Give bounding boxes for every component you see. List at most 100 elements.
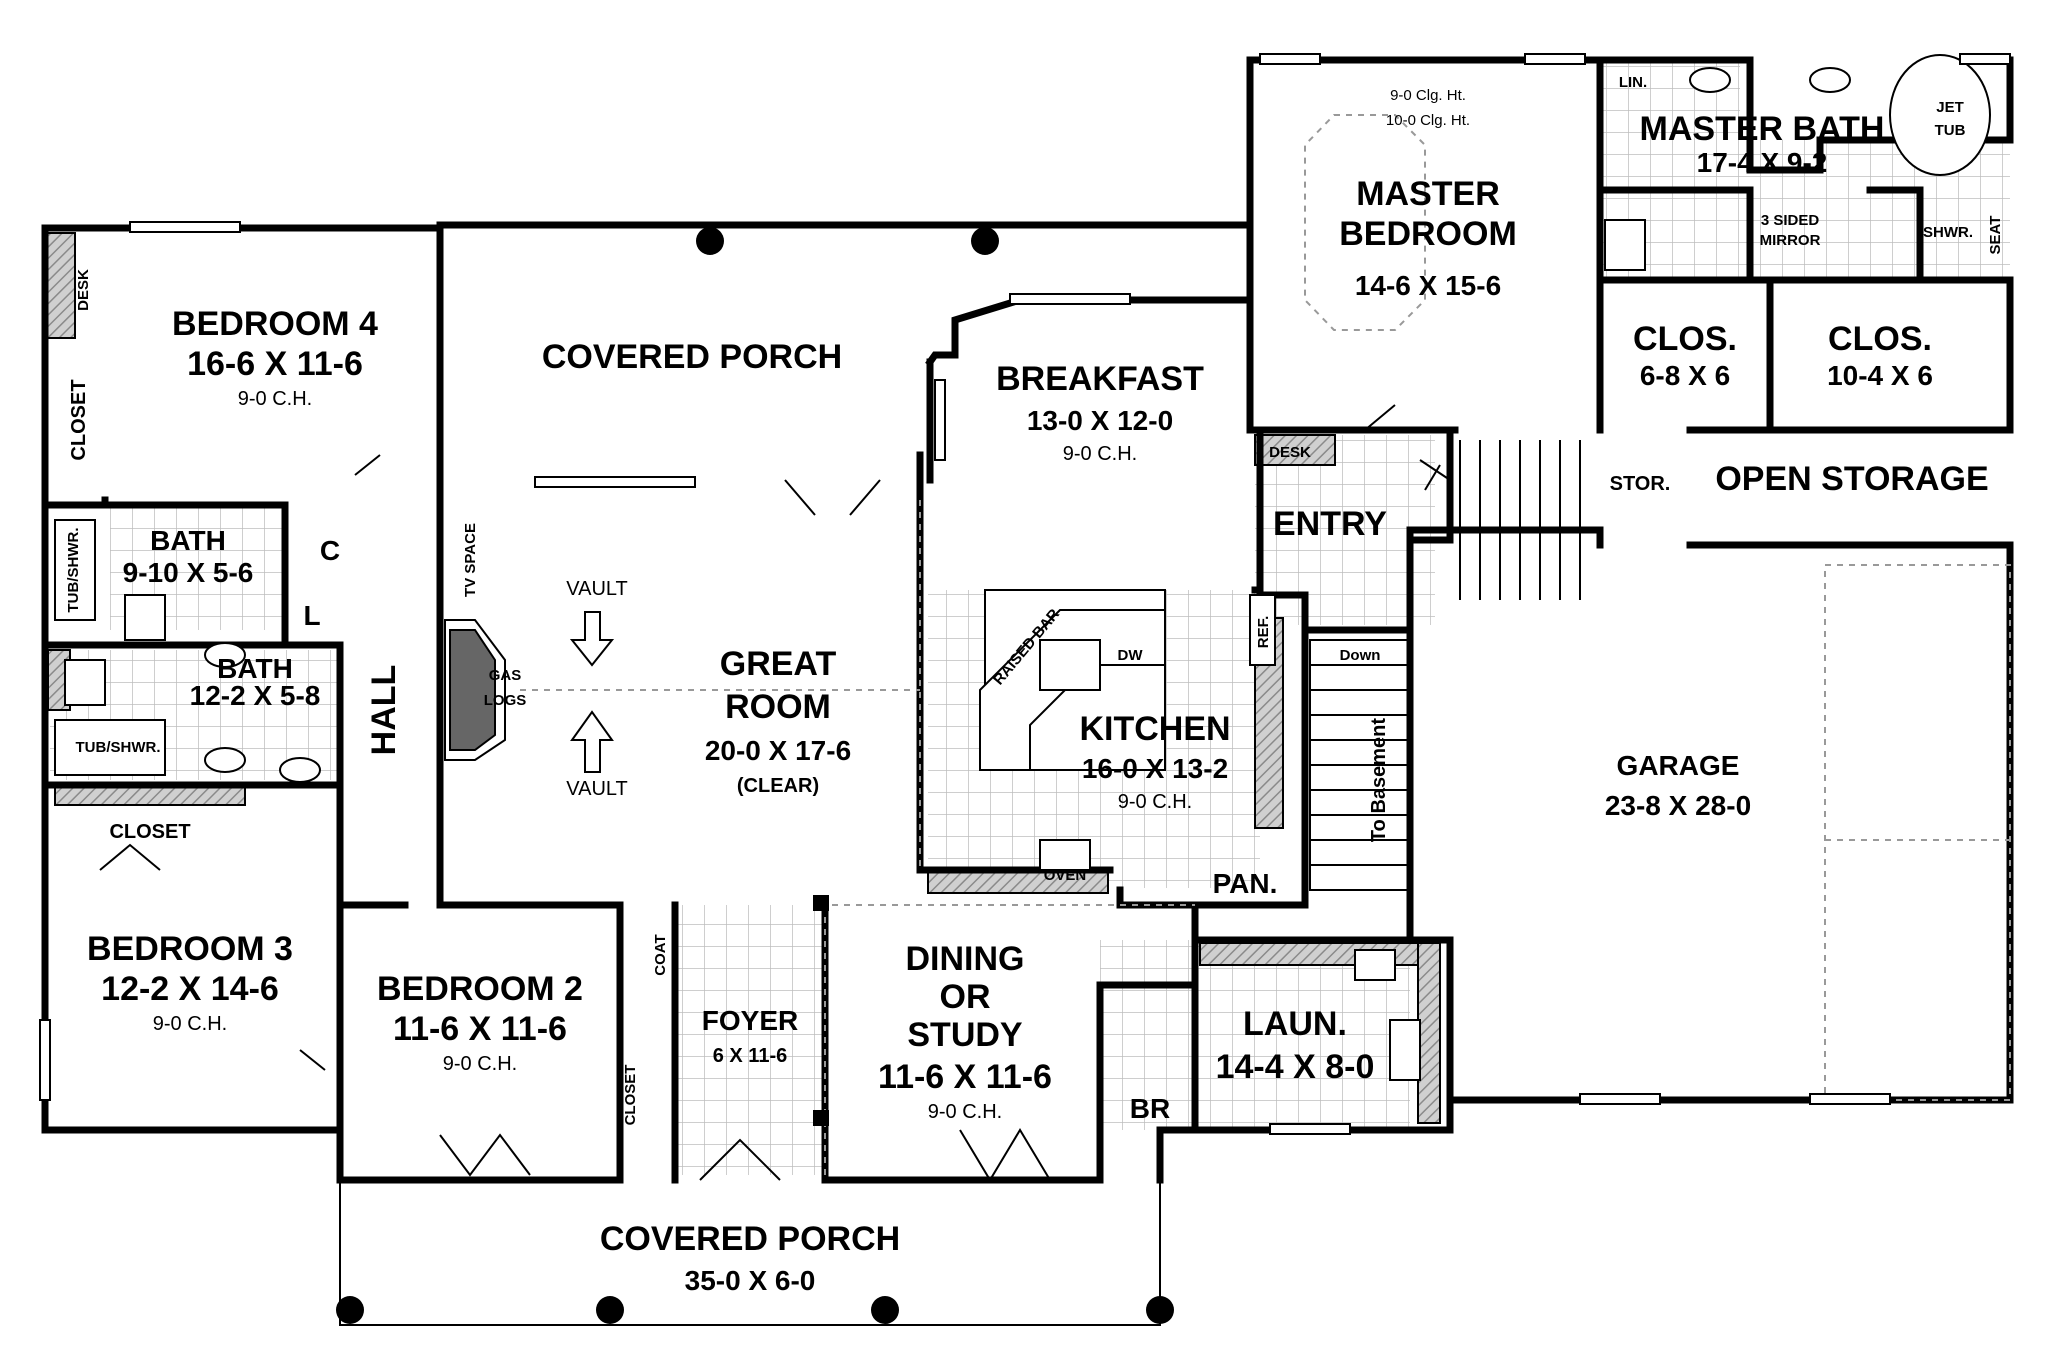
vault-label-bottom: VAULT [566,778,628,800]
covered-porch-back-label: COVERED PORCH [542,338,842,376]
room-size: 11-6 X 11-6 [878,1058,1052,1096]
bathroom-br-label: BR [1130,1093,1170,1124]
stairs-label: Down To Basement [1340,647,1390,842]
room-name-line1: MASTER [1356,175,1500,213]
mirror-label-2: MIRROR [1760,232,1821,249]
room-name-line1: DINING [906,940,1025,978]
ceiling-height: 9-0 C.H. [928,1101,1002,1123]
closet-c-label: C [320,535,340,566]
linen-label: LIN. [1619,74,1647,91]
kitchen-label: RAISED BAR DW REF. KITCHEN 16-0 X 13-2 9… [990,606,1272,884]
ceiling-height: 9-0 C.H. [443,1053,517,1075]
doors [99,404,1451,1182]
room-size: 12-2 X 5-8 [190,680,321,711]
room-name: BREAKFAST [996,360,1204,398]
room-size: 20-0 X 17-6 [705,735,851,766]
bedroom4-label: DESK CLOSET BEDROOM 4 16-6 X 11-6 9-0 C.… [68,269,378,461]
refrigerator-label: REF. [1255,616,1272,649]
room-name: BATH [217,653,293,684]
mirror-label-1: 3 SIDED [1761,212,1820,229]
foyer-label: FOYER 6 X 11-6 [702,1005,798,1067]
linen-l-label: L [303,600,320,631]
room-name: MASTER BATH [1640,110,1885,148]
tv-space-label: TV SPACE [462,523,479,597]
ceiling-height: 9-0 C.H. [238,388,312,410]
porch-outlines [339,224,1245,1326]
closet-label: CLOSET [68,379,90,460]
gas-logs-label-2: LOGS [484,692,527,709]
room-size: 14-6 X 15-6 [1355,270,1501,301]
room-size: 35-0 X 6-0 [685,1265,816,1296]
guide-lines [520,114,2011,1180]
closet-label: CLOSET [622,1065,639,1126]
stairs-down-label: Down [1340,647,1381,664]
desk-label: DESK [75,269,92,311]
room-name: ENTRY [1273,505,1387,543]
room-name: GARAGE [1617,750,1740,781]
room-size: 14-4 X 8-0 [1216,1048,1375,1086]
dishwasher-label: DW [1118,647,1144,664]
room-size: 23-8 X 28-0 [1605,790,1751,821]
room-size: 6 X 11-6 [713,1045,788,1067]
room-name: COVERED PORCH [600,1220,900,1258]
room-name-line2: ROOM [725,688,831,726]
fixtures [54,54,1991,1081]
room-name: BEDROOM 4 [172,305,378,343]
room-size: 17-4 X 9-2 [1697,147,1828,178]
bedroom3-closet-label: CLOSET [109,821,190,843]
desk-label: DESK [1269,444,1311,461]
bedroom3-label: BEDROOM 3 12-2 X 14-6 9-0 C.H. [87,930,293,1035]
covered-porch-front-label: COVERED PORCH 35-0 X 6-0 [600,1220,900,1296]
ceiling-height-1: 9-0 Clg. Ht. [1390,87,1466,104]
master-bedroom-label: 9-0 Clg. Ht. 10-0 Clg. Ht. MASTER BEDROO… [1339,87,1517,301]
pantry-label: PAN. [1213,868,1278,899]
gas-logs-label-1: GAS [489,667,522,684]
room-size: 11-6 X 11-6 [393,1010,567,1048]
tub-label: TUB/SHWR. [65,528,82,613]
jet-tub-label-2: TUB [1935,122,1966,139]
vault-label-top: VAULT [566,578,628,600]
ceiling-height: 9-0 C.H. [1063,443,1137,465]
bath1-label: TUB/SHWR. BATH 9-10 X 5-6 C L [65,525,340,631]
room-name: BEDROOM 2 [377,970,583,1008]
basement-label: To Basement [1368,718,1390,842]
ceiling-height: 9-0 C.H. [1118,791,1192,813]
entry-label: DESK ENTRY [1269,444,1387,543]
room-note: (CLEAR) [737,775,819,797]
ceiling-height-2: 10-0 Clg. Ht. [1386,112,1470,129]
laundry-label: LAUN. 14-4 X 8-0 [1216,1005,1375,1086]
room-size: 16-6 X 11-6 [187,345,363,383]
room-name: LAUN. [1243,1005,1347,1043]
room-name: CLOS. [1828,320,1932,358]
room-size: 10-4 X 6 [1827,360,1933,391]
tub-label: TUB/SHWR. [76,739,161,756]
oven-label: OVEN [1044,867,1087,884]
room-size: 12-2 X 14-6 [101,970,279,1008]
room-name-line2: OR [940,978,991,1016]
shower-label: SHWR. [1923,224,1973,241]
bath2-label: BATH 12-2 X 5-8 TUB/SHWR. [76,653,321,756]
closet-2-label: CLOS. 10-4 X 6 [1827,320,1933,391]
room-size: 13-0 X 12-0 [1027,405,1173,436]
great-room-label: TV SPACE GAS LOGS VAULT VAULT GREAT ROOM… [462,523,851,800]
room-size: 9-10 X 5-6 [123,557,254,588]
vault-arrows [569,611,615,773]
bedroom2-label: BEDROOM 2 11-6 X 11-6 9-0 C.H. COAT CLOS… [377,934,669,1125]
garage-label: GARAGE 23-8 X 28-0 [1605,750,1751,821]
room-name: FOYER [702,1005,798,1036]
room-name-line3: STUDY [907,1016,1023,1054]
room-name-line1: GREAT [720,645,837,683]
counters [44,232,1441,1124]
room-name-line2: BEDROOM [1339,215,1517,253]
room-name: BEDROOM 3 [87,930,293,968]
seat-label: SEAT [1987,216,2004,255]
windows [39,53,2011,1135]
room-name: BATH [150,525,226,556]
room-size: 6-8 X 6 [1640,360,1730,391]
hall-label: HALL [365,665,403,756]
porch-posts [336,227,1174,1324]
room-name: CLOS. [1633,320,1737,358]
ceiling-height: 9-0 C.H. [153,1013,227,1035]
jet-tub-label-1: JET [1936,99,1964,116]
